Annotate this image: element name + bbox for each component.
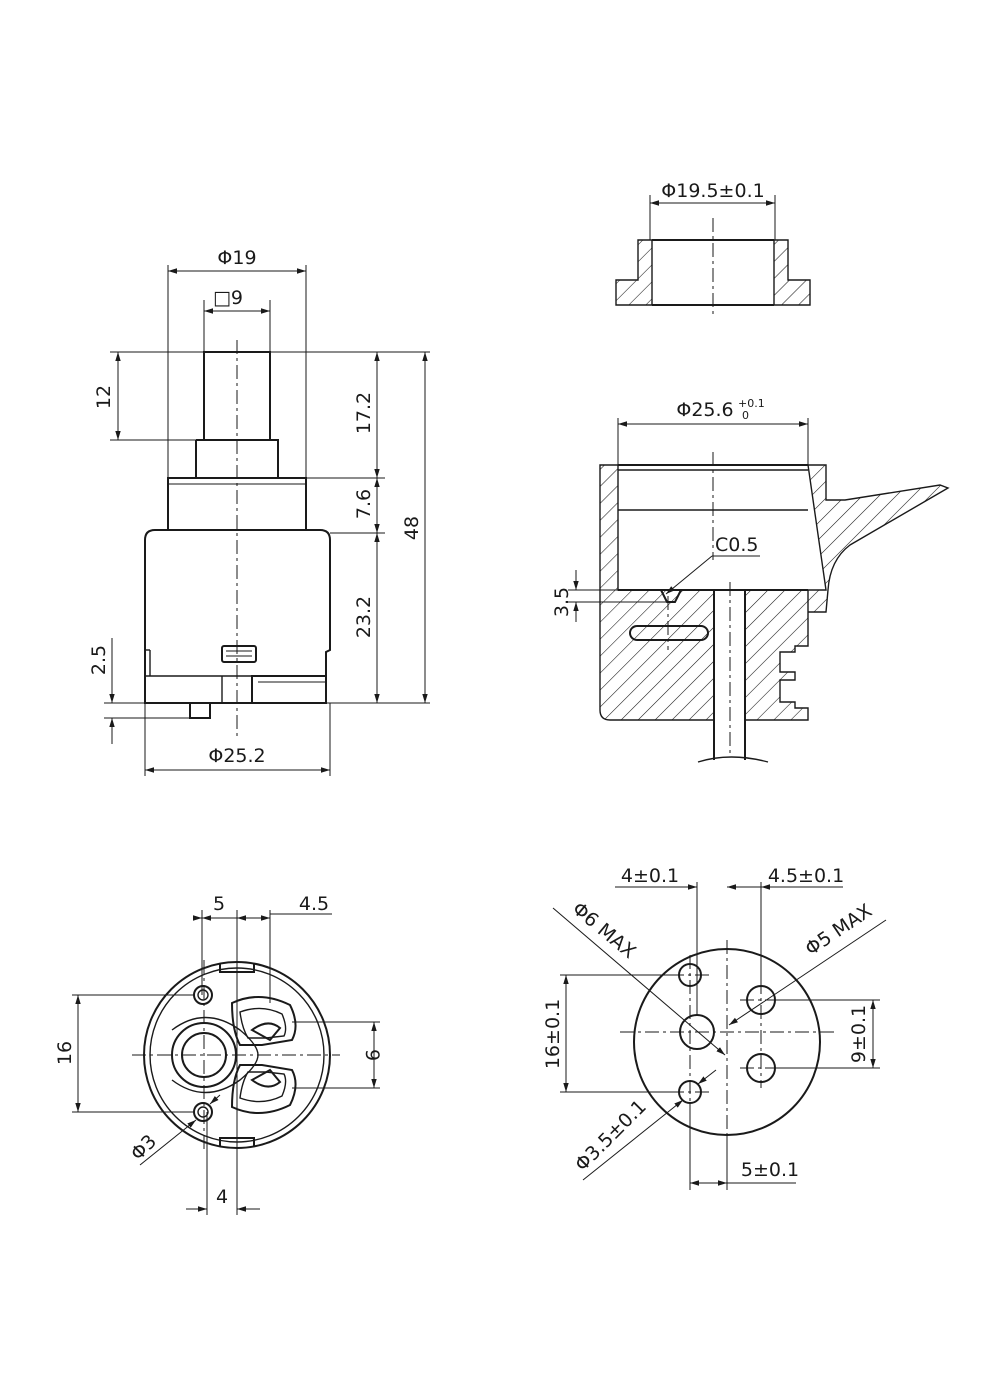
cartridge-body (144, 529, 331, 704)
dim-pattern-4-5: 4.5±0.1 (768, 865, 844, 887)
mount-hole-top (193, 985, 213, 1005)
dim-lower: 23.2 (353, 596, 375, 638)
dim-bore-tol-upper: +0.1 (738, 397, 765, 410)
dim-9: 9 (361, 1049, 383, 1061)
housing-right-wall (744, 464, 950, 721)
dim-4-5: 4.5 (299, 893, 329, 915)
dim-chamfer: C0.5 (715, 534, 758, 556)
dim-upper: 17.2 (353, 392, 375, 434)
dim-hole: Φ3 (126, 1130, 161, 1165)
lower-port (230, 1064, 297, 1114)
dim-body-dia: Φ19 (217, 247, 256, 269)
dim-4: 4 (216, 1186, 228, 1208)
dim-stem-len: 12 (93, 385, 115, 409)
dim-base-dia: Φ25.2 (208, 745, 265, 767)
dim-pattern-16: 16±0.1 (542, 999, 564, 1069)
dim-16: 16 (54, 1041, 76, 1065)
dim-ring-dia: Φ19.5±0.1 (661, 180, 764, 202)
dim-pattern-4: 4±0.1 (621, 865, 679, 887)
side-view: Φ19 □9 12 17.2 7.6 23.2 48 2.5 Φ25.2 (88, 247, 430, 776)
dim-pattern-5: 5±0.1 (741, 1159, 799, 1181)
cartridge-bottom-view: 5 4.5 16 9 Φ3 4 (54, 893, 383, 1215)
dim-pattern-9: 9±0.1 (848, 1005, 870, 1063)
ring-left-section (615, 239, 653, 306)
hole-pattern-view: 4±0.1 4.5±0.1 Φ6 MAX Φ5 MAX Φ3.5±0.1 16±… (542, 865, 887, 1190)
dim-bore-tol-lower: 0 (742, 409, 749, 422)
ring-section-view: Φ19.5±0.1 (615, 180, 811, 318)
slot-marker (221, 645, 257, 663)
dim-total: 48 (401, 516, 423, 540)
dim-depth: 3.5 (551, 587, 573, 617)
dim-square: □9 (213, 287, 243, 309)
dim-bore: Φ25.6 (676, 399, 733, 421)
chamfer-notch (660, 589, 682, 603)
dim-collar: 7.6 (353, 489, 375, 519)
mount-hole-bottom (193, 1102, 213, 1122)
housing-left-wall (599, 464, 715, 721)
dim-5: 5 (213, 893, 225, 915)
upper-port (230, 996, 297, 1046)
locating-pin (189, 703, 211, 719)
housing-slot (629, 625, 709, 641)
dim-pin: 2.5 (88, 645, 110, 675)
housing-section-view: Φ25.6 +0.1 0 C0.5 3.5 (551, 397, 950, 763)
ring-right-section (773, 239, 811, 306)
